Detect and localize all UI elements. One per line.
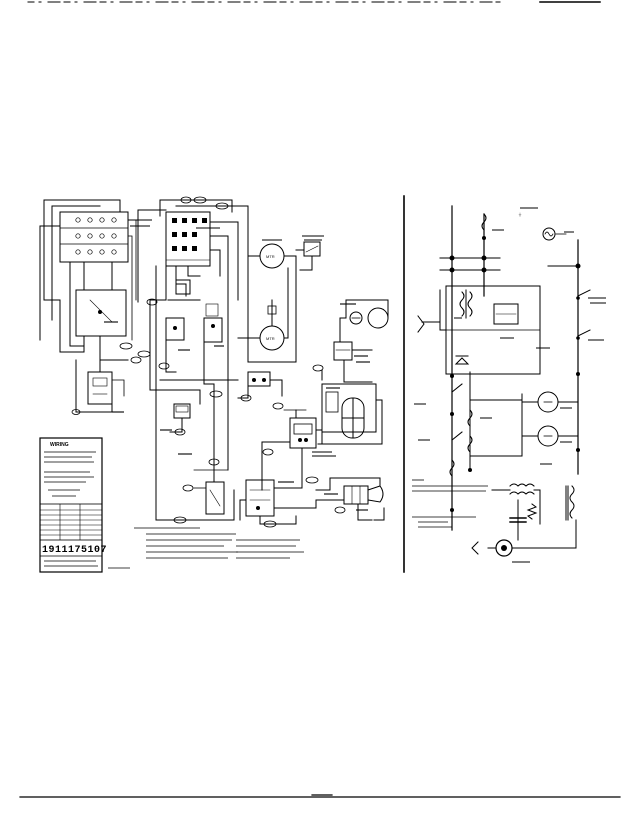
switch-left-rail (451, 383, 463, 441)
hv-transformer (509, 483, 575, 521)
schematic-notes (412, 479, 488, 528)
switch-group-bottom (245, 479, 275, 517)
component-d (205, 481, 225, 515)
fan-motor (537, 391, 559, 413)
diagram-notes (108, 527, 304, 569)
switch-right-2 (576, 329, 591, 340)
bottom-rule (19, 794, 621, 798)
turntable-motor (537, 425, 559, 447)
diode (454, 355, 470, 365)
magnetron (495, 539, 513, 557)
motor-a: MTR (259, 243, 285, 269)
selector-switch-box (75, 289, 127, 337)
oven-lamp (542, 227, 556, 241)
fuse-top (481, 213, 487, 240)
label-scribbles (104, 219, 370, 511)
hv-capacitor (509, 503, 538, 523)
component-c (173, 403, 191, 419)
right-schematic: ⏚ (412, 205, 606, 563)
relay-top-right (303, 241, 321, 257)
svg-text:⏚: ⏚ (518, 211, 522, 217)
legend-table: WIRING 1911175107 (39, 437, 107, 573)
relay-box (87, 371, 113, 405)
left-wiring-diagram: MTR MTR (39, 196, 389, 569)
capacitor-plug (343, 485, 384, 505)
terminal-block-left (59, 211, 129, 263)
component-e (175, 279, 191, 295)
schematic-labels (414, 207, 606, 563)
relay-module-b (203, 303, 223, 343)
terminal-block-center (165, 211, 211, 267)
magnetron-block (321, 383, 377, 439)
motor-b: MTR (259, 325, 285, 351)
relay-module-a (165, 317, 185, 341)
timer-motor (349, 307, 389, 329)
legend-code: 1911175107 (42, 545, 107, 556)
transformer-block (445, 285, 541, 375)
relay-middle (289, 417, 317, 449)
svg-text:MTR: MTR (266, 336, 275, 341)
relay-center-right (333, 341, 353, 361)
svg-text:MTR: MTR (266, 254, 275, 259)
switch-right-1 (576, 289, 591, 300)
door-switch-assembly (247, 371, 271, 387)
legend-header: WIRING (50, 442, 69, 448)
